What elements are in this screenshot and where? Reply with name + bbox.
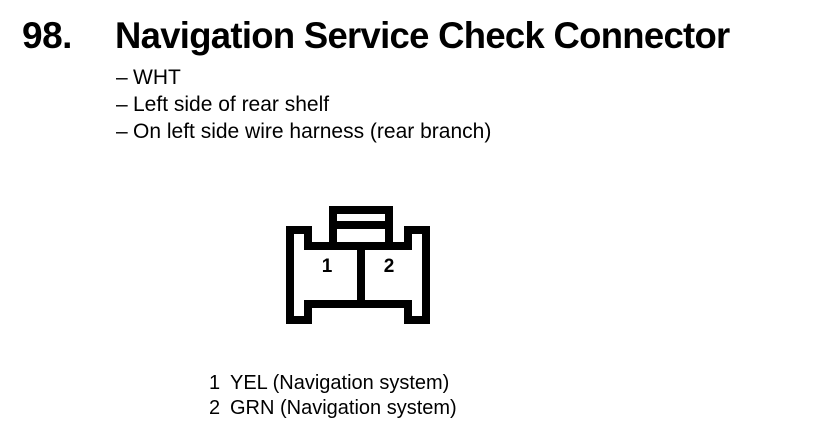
legend-row: 1 YEL (Navigation system) [209,371,629,396]
pin-number-1: 1 [321,256,333,277]
legend-pin-description: GRN (Navigation system) [230,397,457,419]
dash-bullet-icon: – [116,120,128,143]
page-title: Navigation Service Check Connector [115,15,730,56]
legend-pin-number: 2 [209,397,221,419]
legend-row: 2 GRN (Navigation system) [209,396,629,421]
spec-item-wire-color: –WHT [116,64,816,91]
legend-pin-description: YEL (Navigation system) [230,372,450,394]
connector-figure: 1 2 [283,203,441,328]
spec-item-location: –Left side of rear shelf [116,91,816,118]
legend: 1 YEL (Navigation system) 2 GRN (Navigatio… [209,371,629,421]
spec-item-label: WHT [133,66,181,89]
item-number: 98. [22,15,72,56]
dash-bullet-icon: – [116,93,128,116]
legend-pin-number: 1 [209,372,221,394]
connector-outline-icon [286,206,430,324]
dash-bullet-icon: – [116,66,128,89]
spec-item-harness: –On left side wire harness (rear branch) [116,118,816,145]
header: 98. Navigation Service Check Connector [0,14,832,60]
spec-item-label: Left side of rear shelf [133,93,330,116]
spec-list: –WHT –Left side of rear shelf –On left s… [116,64,816,145]
spec-item-label: On left side wire harness (rear branch) [133,120,492,143]
connector-body-outline [286,226,430,324]
pin-number-2: 2 [383,256,395,277]
